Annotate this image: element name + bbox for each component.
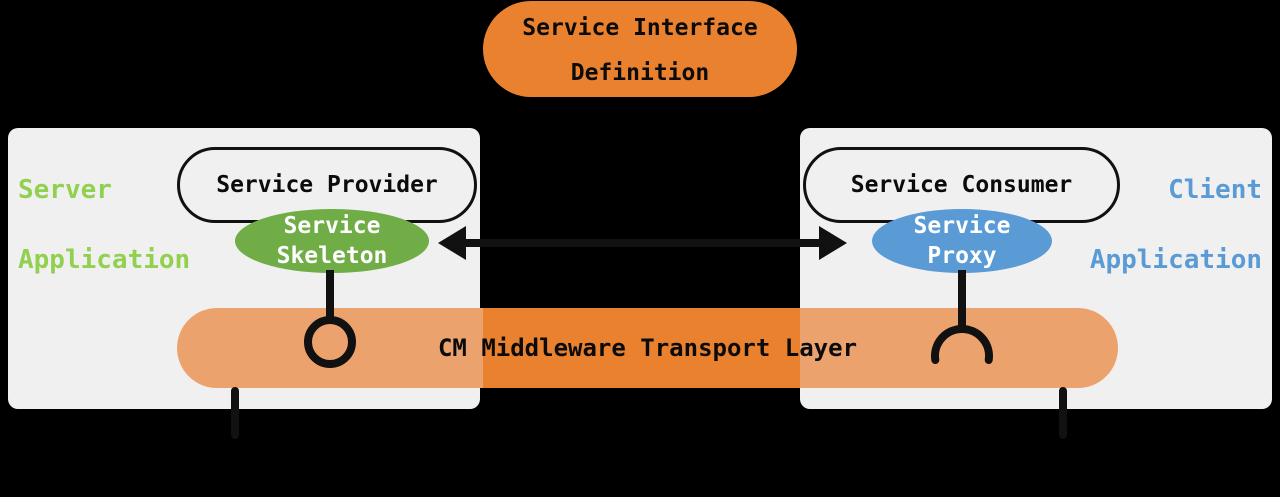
service-provider-label: Service Provider [216, 172, 438, 198]
service-proxy-node: Service Proxy [872, 209, 1052, 273]
middleware-transport-label: CM Middleware Transport Layer [437, 334, 858, 362]
middleware-transport-bar-center-segment [483, 308, 800, 388]
server-role-label-line1: Server [18, 175, 112, 205]
service-consumer-node: Service Consumer [803, 147, 1120, 223]
service-interface-definition-line1: Service Interface [522, 15, 758, 41]
service-skeleton-label-line2: Skeleton [276, 243, 388, 269]
service-proxy-label-line1: Service [913, 213, 1011, 239]
middleware-transport-bar: CM Middleware Transport Layer [177, 308, 1118, 388]
client-role-label-line2: Application [1089, 245, 1262, 275]
service-skeleton-node: Service Skeleton [235, 209, 429, 273]
service-consumer-label: Service Consumer [850, 172, 1073, 198]
service-proxy-label-line2: Proxy [927, 243, 997, 269]
service-interface-definition-node: Service Interface Definition [483, 1, 797, 97]
service-interface-definition-line2: Definition [570, 60, 710, 86]
server-role-label-line2: Application [18, 245, 191, 275]
client-role-label-line1: Client [1168, 175, 1262, 205]
service-skeleton-label-line1: Service [283, 213, 381, 239]
